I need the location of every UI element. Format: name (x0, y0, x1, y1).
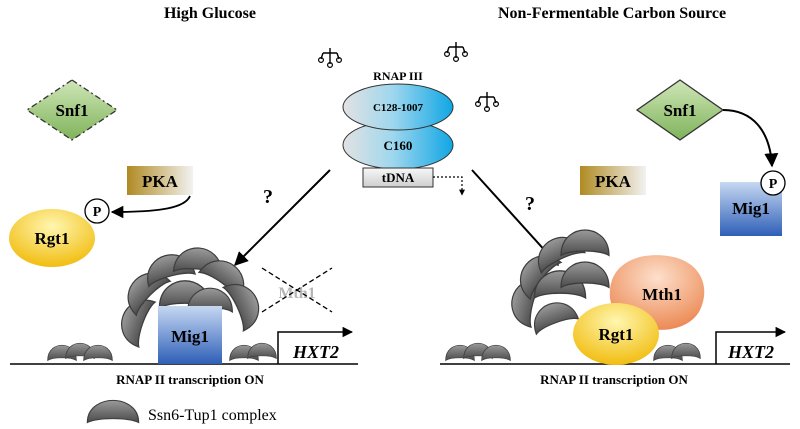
legend: Ssn6-Tup1 complex (86, 399, 277, 424)
right-hxt2-label: HXT2 (727, 342, 774, 362)
left-phospho-badge: P (84, 198, 110, 224)
right-phospho-label: P (769, 177, 778, 192)
right-question-mark: ? (525, 193, 535, 215)
left-hxt2-label: HXT2 (292, 342, 339, 362)
arrow-to-left-promoter (234, 169, 331, 266)
left-pka: PKA (127, 166, 193, 195)
left-hxt2-gene: HXT2 (277, 326, 354, 364)
right-panel-title: Non-Fermentable Carbon Source (498, 5, 726, 22)
right-mth1-label: Mth1 (642, 285, 682, 304)
c128-subunit (342, 83, 454, 131)
c160-label: C160 (384, 138, 413, 153)
right-rgt1-label: Rgt1 (599, 325, 634, 344)
snf1-to-mig1-arrow (722, 109, 779, 168)
left-mth1-label: Mth1 (278, 285, 315, 302)
rnap3-complex: RNAP III C160 C128-1007 tDNA (317, 41, 500, 196)
tdna-dotted-arrow (433, 176, 465, 196)
legend-label: Ssn6-Tup1 complex (148, 407, 277, 424)
trna-icon (443, 41, 469, 63)
right-mig1-label: Mig1 (732, 199, 770, 218)
right-transcription-status: RNAP II transcription ON (540, 372, 688, 387)
trna-icon (317, 47, 343, 69)
right-snf1-label: Snf1 (663, 101, 696, 120)
left-snf1-label: Snf1 (55, 101, 88, 120)
pka-to-rgt1-arrow (110, 195, 191, 219)
trna-icon (474, 91, 500, 113)
left-mth1-absent: Mth1 (261, 267, 333, 313)
c128-label: C128-1007 (373, 102, 424, 114)
right-hxt2-gene: HXT2 (715, 326, 787, 364)
left-phospho-label: P (93, 205, 102, 220)
right-pka-label: PKA (595, 172, 632, 191)
right-rgt1: Rgt1 (573, 303, 659, 365)
right-dna-lobes (445, 342, 701, 361)
left-question-mark: ? (263, 186, 273, 208)
left-mig1-label: Mig1 (171, 327, 209, 346)
left-mig1: Mig1 (158, 306, 222, 364)
left-panel-title: High Glucose (164, 5, 256, 22)
left-pka-label: PKA (142, 172, 179, 191)
rnap3-label: RNAP III (373, 69, 423, 83)
ssn6-tup1-legend-icon (86, 399, 140, 424)
left-rgt1-label: Rgt1 (35, 229, 70, 248)
left-transcription-status: RNAP II transcription ON (116, 372, 264, 387)
left-rgt1: Rgt1 (9, 209, 95, 267)
right-snf1-active: Snf1 (635, 79, 725, 141)
right-pka: PKA (580, 166, 646, 195)
tdna-label: tDNA (382, 170, 415, 185)
left-snf1-inactive: Snf1 (25, 79, 119, 141)
right-phospho-badge: P (760, 170, 786, 196)
